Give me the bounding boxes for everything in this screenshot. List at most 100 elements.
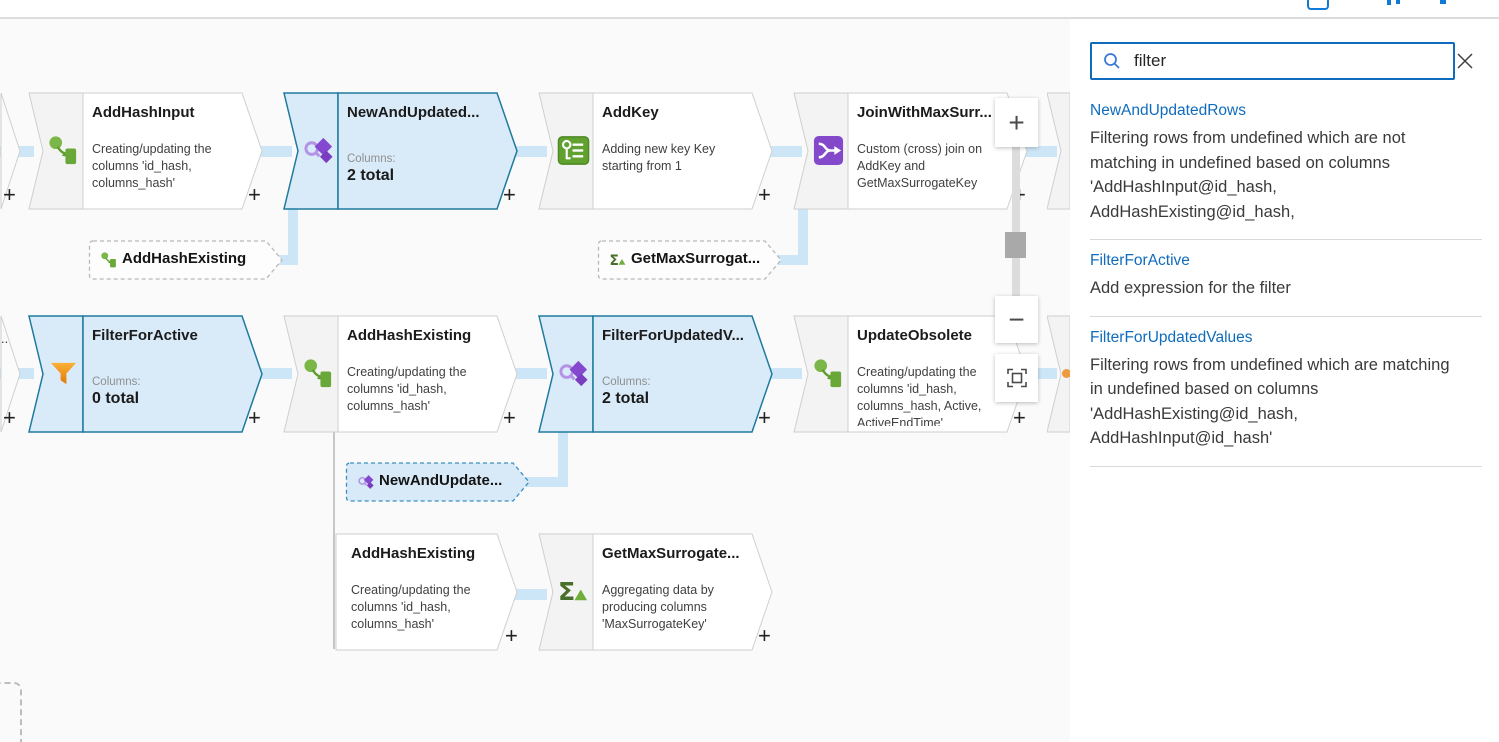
- reference-connector: [798, 208, 808, 265]
- close-search-button[interactable]: [1454, 50, 1476, 72]
- partial-node-left[interactable]: [0, 315, 22, 433]
- reference-connector: [288, 208, 298, 265]
- columns-label: Columns:: [602, 376, 651, 388]
- add-transformation-button[interactable]: +: [758, 623, 771, 648]
- add-transformation-button[interactable]: +: [503, 182, 516, 207]
- result-link-filterforupdatedvalues[interactable]: FilterForUpdatedValues: [1090, 328, 1253, 346]
- toolbar-icon-fragment[interactable]: [1396, 0, 1400, 4]
- transformation-node-filterforactive[interactable]: FilterForActive Columns: 0 total +: [28, 315, 268, 433]
- derived-column-icon: [302, 357, 335, 390]
- stream-connector: [1013, 146, 1057, 157]
- join-icon: [812, 134, 845, 167]
- top-toolbar: [0, 0, 1499, 19]
- exists-icon: [557, 357, 590, 390]
- columns-count: 2 total: [602, 390, 650, 407]
- columns-label: Columns:: [347, 153, 396, 165]
- transformation-node-joinwithmaxsurrogate[interactable]: JoinWithMaxSurr... Custom (cross) join o…: [793, 92, 1033, 210]
- fit-to-screen-icon: [1006, 368, 1027, 388]
- stream-connector: [248, 146, 292, 157]
- add-transformation-button[interactable]: +: [248, 182, 261, 207]
- node-title: AddHashInput: [92, 104, 195, 121]
- search-result-item: FilterForActive Add expression for the f…: [1090, 252, 1482, 317]
- add-transformation-button[interactable]: +: [1013, 405, 1026, 430]
- node-title: JoinWithMaxSurr...: [857, 104, 992, 121]
- add-transformation-button[interactable]: +: [758, 182, 771, 207]
- toolbar-icon-fragment[interactable]: [1440, 0, 1446, 4]
- node-title: UpdateObsolete: [857, 327, 973, 344]
- node-title: AddHashExisting: [347, 327, 472, 344]
- reference-label: AddHashExisting: [122, 250, 247, 267]
- add-transformation-button[interactable]: +: [758, 405, 771, 430]
- search-result-item: NewAndUpdatedRows Filtering rows from un…: [1090, 102, 1482, 240]
- stream-connector: [248, 368, 292, 379]
- stream-connector: [503, 368, 547, 379]
- result-divider: [1090, 239, 1482, 240]
- toolbar-icon-fragment[interactable]: [1307, 0, 1329, 10]
- columns-label: Columns:: [92, 376, 141, 388]
- reference-connector: [558, 431, 568, 487]
- node-description: Custom (cross) join on AddKey and GetMax…: [857, 142, 983, 190]
- reference-connector: [768, 255, 808, 265]
- partial-node-right[interactable]: [1047, 315, 1070, 433]
- reference-label: NewAndUpdate...: [379, 472, 503, 489]
- partial-node-left[interactable]: [0, 92, 22, 210]
- result-link-newandupdatedrows[interactable]: NewAndUpdatedRows: [1090, 102, 1246, 119]
- node-title: AddHashExisting: [351, 545, 476, 562]
- transformation-node-newandupdatedrows[interactable]: NewAndUpdated... Columns: 2 total +: [283, 92, 523, 210]
- partial-node-right[interactable]: [1047, 92, 1070, 210]
- add-transformation-button[interactable]: +: [505, 623, 518, 648]
- reference-label: GetMaxSurrogat...: [631, 250, 761, 267]
- result-divider: [1090, 315, 1482, 317]
- transformation-node-filterforupdatedvalues[interactable]: FilterForUpdatedV... Columns: 2 total +: [538, 315, 778, 433]
- node-description: Adding new key Key starting from 1: [602, 142, 716, 173]
- close-icon: [1457, 53, 1473, 69]
- toolbar-icon-fragment[interactable]: [1387, 0, 1391, 5]
- aggregate-icon: [557, 575, 590, 608]
- node-title: FilterForActive: [92, 327, 198, 344]
- partial-node-title: ..: [1, 331, 9, 346]
- add-transformation-button[interactable]: +: [248, 405, 261, 430]
- zoom-out-button[interactable]: −: [995, 296, 1038, 343]
- zoom-slider-thumb[interactable]: [1005, 232, 1026, 258]
- fit-to-screen-button[interactable]: [995, 354, 1038, 402]
- stream-connector: [758, 146, 802, 157]
- transformation-node-updateobsolete[interactable]: UpdateObsolete Creating/updating the col…: [793, 315, 1033, 433]
- add-transformation-button[interactable]: +: [3, 182, 16, 207]
- stream-connector: [758, 368, 802, 379]
- zoom-slider-track[interactable]: [1012, 120, 1020, 320]
- stream-connector: [505, 589, 547, 600]
- transformation-node-addhashexisting-branch[interactable]: AddHashExisting Creating/updating the co…: [335, 533, 525, 651]
- node-title: AddKey: [602, 104, 659, 121]
- node-description: Creating/updating the columns 'id_hash, …: [92, 142, 212, 190]
- search-results-list: NewAndUpdatedRows Filtering rows from un…: [1090, 96, 1482, 479]
- result-link-filterforactive[interactable]: FilterForActive: [1090, 252, 1190, 269]
- transformation-node-addkey[interactable]: AddKey Adding new key Key starting from …: [538, 92, 778, 210]
- node-title: FilterForUpdatedV...: [602, 327, 744, 344]
- aggregate-icon: [609, 251, 627, 269]
- node-title: NewAndUpdated...: [347, 104, 480, 121]
- transformation-node-addhashexisting[interactable]: AddHashExisting Creating/updating the co…: [283, 315, 523, 433]
- result-description: Filtering rows from undefined which are …: [1090, 129, 1406, 221]
- exists-icon: [357, 473, 375, 491]
- search-input[interactable]: [1132, 50, 1453, 72]
- add-transformation-button[interactable]: +: [503, 405, 516, 430]
- reference-connector: [525, 477, 568, 487]
- stream-reference-getmaxsurrogatekey[interactable]: GetMaxSurrogat...: [597, 240, 783, 280]
- transformation-node-getmaxsurrogatekey[interactable]: GetMaxSurrogate... Aggregating data by p…: [538, 533, 778, 651]
- stream-connector: [503, 146, 547, 157]
- result-description: Add expression for the filter: [1090, 279, 1291, 297]
- dataflow-canvas[interactable]: + .. + AddHashInput Creating/updating th…: [0, 19, 1070, 742]
- node-title: GetMaxSurrogate...: [602, 545, 740, 562]
- stream-reference-newandupdatedrows[interactable]: NewAndUpdate...: [345, 462, 531, 502]
- search-result-item: FilterForUpdatedValues Filtering rows fr…: [1090, 329, 1482, 467]
- transformation-node-addhashinput[interactable]: AddHashInput Creating/updating the colum…: [28, 92, 268, 210]
- zoom-in-button[interactable]: +: [995, 98, 1038, 147]
- node-description: Creating/updating the columns 'id_hash, …: [857, 365, 982, 426]
- add-transformation-button[interactable]: +: [3, 405, 16, 430]
- branch-line: [333, 431, 335, 649]
- search-box[interactable]: [1090, 42, 1455, 80]
- result-divider: [1090, 465, 1482, 467]
- stream-reference-addhashexisting[interactable]: AddHashExisting: [88, 240, 284, 280]
- node-description: Creating/updating the columns 'id_hash, …: [347, 365, 467, 413]
- exists-icon: [302, 134, 335, 167]
